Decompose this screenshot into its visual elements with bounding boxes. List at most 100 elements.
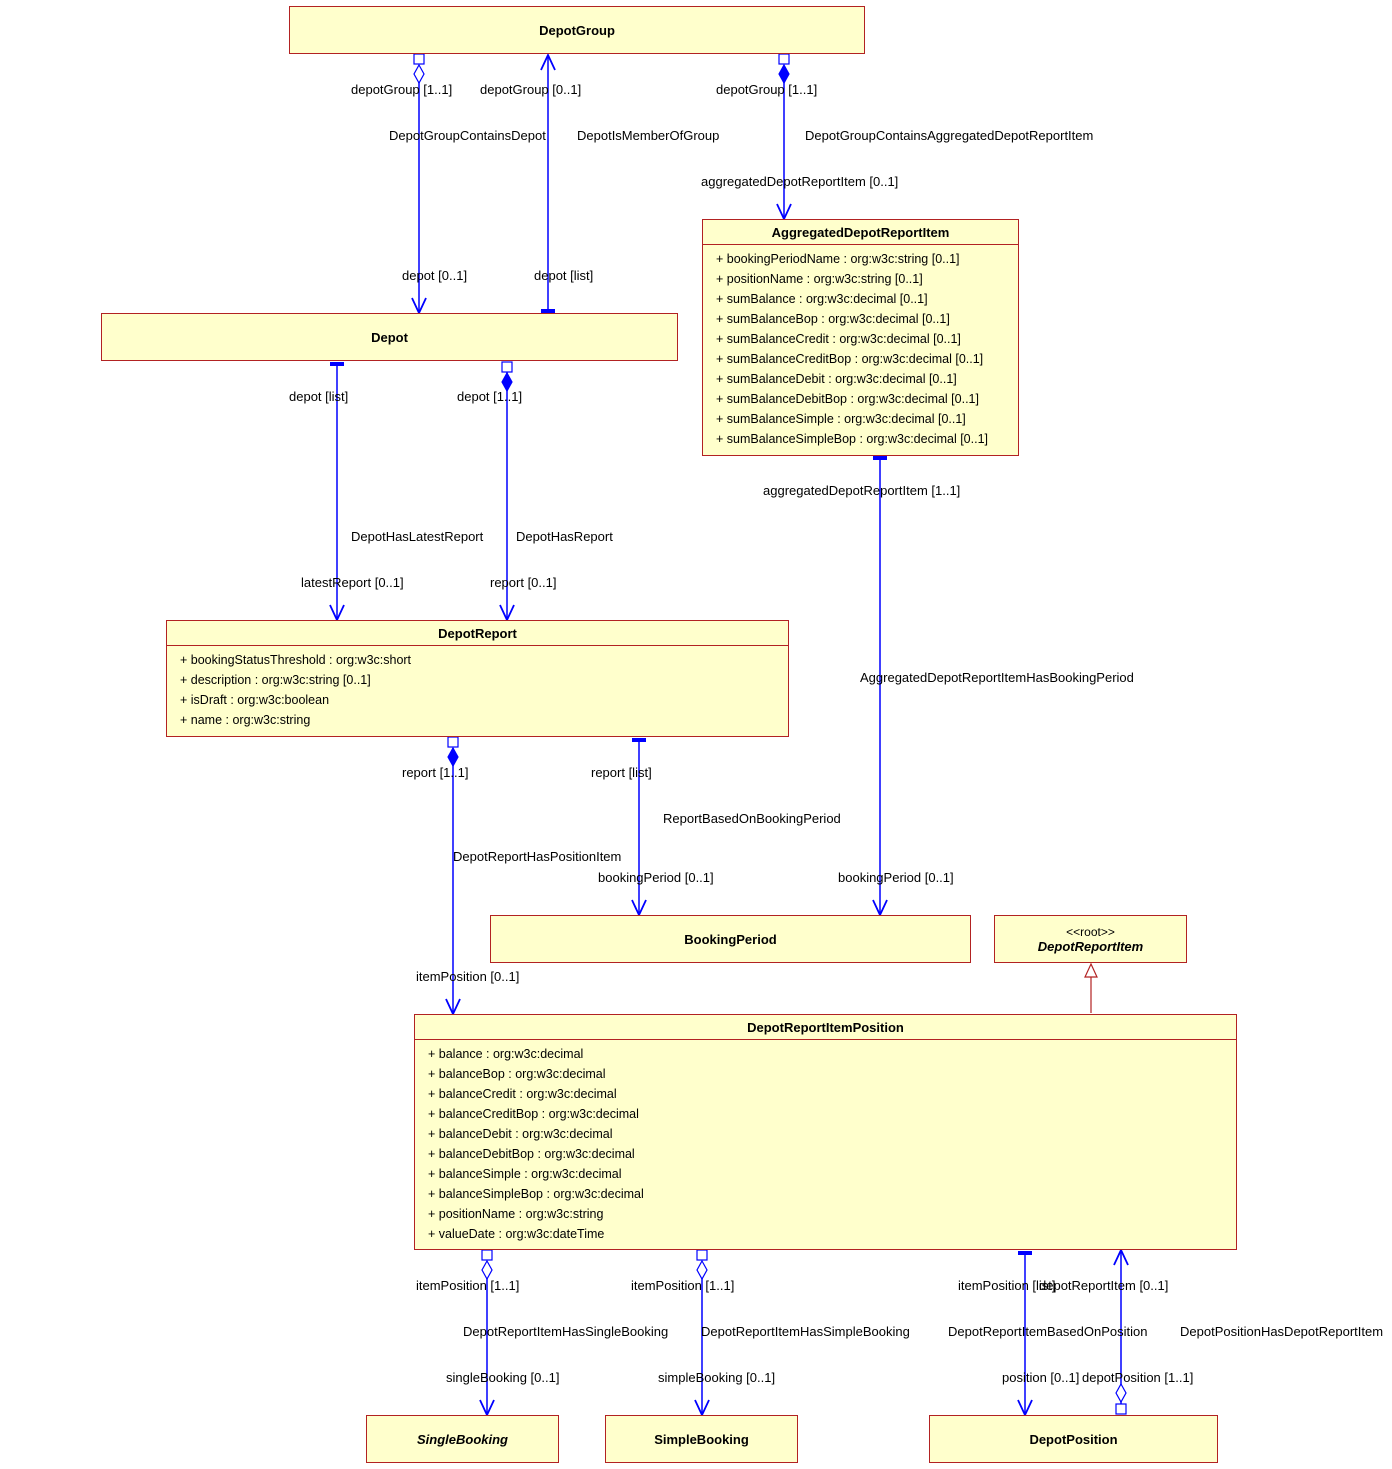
attribute: + sumBalanceDebitBop : org:w3c:decimal […: [716, 392, 979, 406]
class-aggregated-depot-report-item[interactable]: AggregatedDepotReportItem + bookingPerio…: [702, 219, 1019, 456]
role-label: itemPosition [1..1]: [631, 1278, 735, 1293]
end-square-7: [1115, 1403, 1127, 1415]
class-booking-period[interactable]: BookingPeriod: [490, 915, 971, 963]
class-name: BookingPeriod: [684, 931, 777, 947]
role-label: depotGroup [1..1]: [351, 82, 453, 97]
class-header: <<root>> DepotReportItem: [995, 916, 1186, 962]
attribute: + balanceCreditBop : org:w3c:decimal: [428, 1107, 639, 1121]
attribute: + balanceSimple : org:w3c:decimal: [428, 1167, 622, 1181]
role-label: simpleBooking [0..1]: [658, 1370, 776, 1385]
role-label: report [1..1]: [402, 765, 469, 780]
attribute: + name : org:w3c:string: [180, 713, 311, 727]
arrow-head-item-from-position: [1113, 1247, 1129, 1266]
role-label: depotGroup [0..1]: [480, 82, 582, 97]
class-depot-report[interactable]: DepotReport + bookingStatusThreshold : o…: [166, 620, 789, 737]
end-square-4: [447, 736, 459, 748]
association-name: DepotIsMemberOfGroup: [577, 128, 720, 143]
attribute-list: + bookingStatusThreshold : org:w3c:short…: [167, 646, 788, 730]
attribute-list: + bookingPeriodName : org:w3c:string [0.…: [703, 245, 1018, 449]
generalization-triangle: [1084, 962, 1098, 978]
attribute: + description : org:w3c:string [0..1]: [180, 673, 371, 687]
composition-diamond-2: [501, 371, 513, 393]
class-name: Depot: [371, 329, 408, 345]
role-label: aggregatedDepotReportItem [1..1]: [763, 483, 961, 498]
role-label: position [0..1]: [1002, 1370, 1080, 1385]
role-label: depot [0..1]: [402, 268, 468, 283]
association-name: DepotReportHasPositionItem: [453, 849, 622, 864]
aggregation-diamond-1: [413, 63, 425, 85]
class-name: SimpleBooking: [654, 1431, 749, 1447]
attribute: + valueDate : org:w3c:dateTime: [428, 1227, 605, 1241]
role-label: depot [1..1]: [457, 389, 523, 404]
association-name: DepotReportItemBasedOnPosition: [948, 1324, 1148, 1339]
class-depot-position[interactable]: DepotPosition: [929, 1415, 1218, 1463]
class-name: DepotReportItem: [1037, 938, 1144, 954]
class-depot-report-item[interactable]: <<root>> DepotReportItem: [994, 915, 1187, 963]
attribute: + sumBalanceCreditBop : org:w3c:decimal …: [716, 352, 984, 366]
role-label: itemPosition [1..1]: [416, 1278, 520, 1293]
end-square-5: [481, 1249, 493, 1261]
end-square-3: [501, 361, 513, 373]
association-name: ReportBasedOnBookingPeriod: [663, 811, 841, 826]
class-depot[interactable]: Depot: [101, 313, 678, 361]
attribute-list: + balance : org:w3c:decimal + balanceBop…: [415, 1040, 1236, 1244]
attribute: + balanceSimpleBop : org:w3c:decimal: [428, 1187, 644, 1201]
association-name: DepotGroupContainsDepot: [389, 128, 546, 143]
class-name: AggregatedDepotReportItem: [703, 220, 1018, 245]
role-label: aggregatedDepotReportItem [0..1]: [701, 174, 899, 189]
role-label: report [0..1]: [490, 575, 557, 590]
role-label: depotGroup [1..1]: [716, 82, 818, 97]
attribute: + balanceDebit : org:w3c:decimal: [428, 1127, 613, 1141]
attribute: + balanceCredit : org:w3c:decimal: [428, 1087, 617, 1101]
class-depotgroup[interactable]: DepotGroup: [289, 6, 865, 54]
composition-diamond-1: [778, 63, 790, 85]
arrow-head-depotgroup: [540, 52, 556, 71]
class-name: DepotGroup: [539, 22, 615, 38]
association-name: DepotReportItemHasSingleBooking: [463, 1324, 669, 1339]
attribute: + balanceBop : org:w3c:decimal: [428, 1067, 606, 1081]
composition-diamond-3: [447, 746, 459, 768]
class-name: DepotPosition: [1029, 1431, 1118, 1447]
stereotype: <<root>>: [1066, 924, 1115, 939]
class-depot-report-item-position[interactable]: DepotReportItemPosition + balance : org:…: [414, 1014, 1237, 1250]
attribute: + sumBalanceDebit : org:w3c:decimal [0..…: [716, 372, 957, 386]
attribute: + sumBalance : org:w3c:decimal [0..1]: [716, 292, 928, 306]
association-name: DepotGroupContainsAggregatedDepotReportI…: [805, 128, 1094, 143]
role-label: depot [list]: [534, 268, 594, 283]
attribute: + sumBalanceBop : org:w3c:decimal [0..1]: [716, 312, 950, 326]
attribute: + balance : org:w3c:decimal: [428, 1047, 584, 1061]
role-label: depot [list]: [289, 389, 349, 404]
attribute: + bookingStatusThreshold : org:w3c:short: [180, 653, 412, 667]
class-name: SingleBooking: [417, 1431, 508, 1447]
association-name: DepotHasReport: [516, 529, 613, 544]
role-label: singleBooking [0..1]: [446, 1370, 560, 1385]
class-simple-booking[interactable]: SimpleBooking: [605, 1415, 798, 1463]
class-name: DepotReport: [167, 621, 788, 646]
attribute: + isDraft : org:w3c:boolean: [180, 693, 330, 707]
role-label: itemPosition [0..1]: [416, 969, 520, 984]
role-label: bookingPeriod [0..1]: [838, 870, 954, 885]
association-name: DepotPositionHasDepotReportItem: [1180, 1324, 1384, 1339]
role-label: report [list]: [591, 765, 652, 780]
attribute: + sumBalanceSimple : org:w3c:decimal [0.…: [716, 412, 966, 426]
end-square-1: [413, 53, 425, 65]
attribute: + sumBalanceSimpleBop : org:w3c:decimal …: [716, 432, 989, 446]
attribute: + balanceDebitBop : org:w3c:decimal: [428, 1147, 635, 1161]
attribute: + positionName : org:w3c:string: [428, 1207, 604, 1221]
aggregation-diamond-3: [696, 1259, 708, 1281]
attribute: + positionName : org:w3c:string [0..1]: [716, 272, 923, 286]
aggregation-diamond-2: [481, 1259, 493, 1281]
association-name: DepotHasLatestReport: [351, 529, 484, 544]
role-label: depotPosition [1..1]: [1082, 1370, 1194, 1385]
aggregation-diamond-4: [1115, 1382, 1127, 1404]
class-name: DepotReportItemPosition: [415, 1015, 1236, 1040]
role-label: depotReportItem [0..1]: [1039, 1278, 1169, 1293]
association-name: AggregatedDepotReportItemHasBookingPerio…: [860, 670, 1134, 685]
attribute: + sumBalanceCredit : org:w3c:decimal [0.…: [716, 332, 961, 346]
attribute: + bookingPeriodName : org:w3c:string [0.…: [716, 252, 960, 266]
end-square-2: [778, 53, 790, 65]
association-name: DepotReportItemHasSimpleBooking: [701, 1324, 910, 1339]
class-single-booking[interactable]: SingleBooking: [366, 1415, 559, 1463]
role-label: latestReport [0..1]: [301, 575, 404, 590]
role-label: bookingPeriod [0..1]: [598, 870, 714, 885]
